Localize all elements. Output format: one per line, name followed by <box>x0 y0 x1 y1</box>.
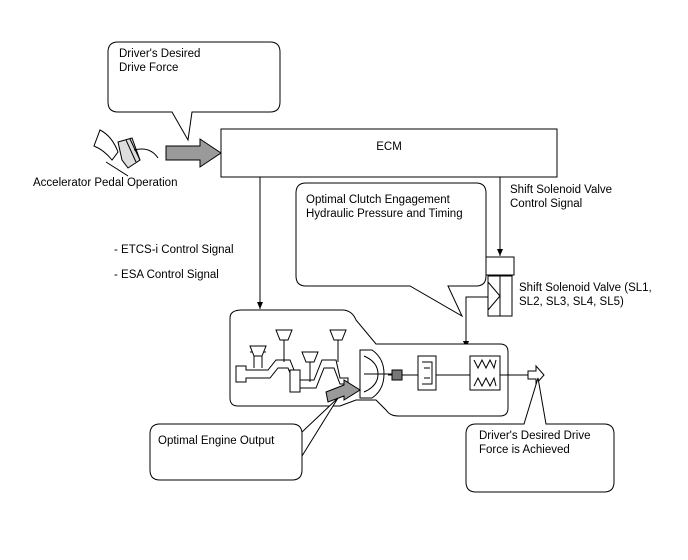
ecm-box <box>220 128 558 178</box>
callout-drive-force-achieved <box>465 377 615 493</box>
engine-output-arrow <box>325 379 361 403</box>
clutch-engagement-callout-text: Optimal Clutch Engagement Hydraulic Pres… <box>306 194 463 220</box>
transmission-gearsets <box>388 355 536 391</box>
solenoid-to-transmission-line <box>463 296 488 348</box>
engine-crank-mechanism <box>235 329 349 393</box>
engine-output-callout-text: Optimal Engine Output <box>158 435 275 447</box>
accelerator-pedal-label: Accelerator Pedal Operation <box>33 177 178 189</box>
ecm-label: ECM <box>376 141 402 153</box>
etcs-control-signal-label: - ETCS-i Control Signal <box>114 244 234 256</box>
accelerator-pedal-icon <box>93 129 159 177</box>
drive-force-callout-text: Driver's Desired Drive Force <box>119 48 201 74</box>
callout-drive-force <box>107 41 281 142</box>
torque-converter <box>359 349 392 399</box>
callout-clutch-engagement <box>295 182 487 318</box>
output-arrow <box>527 364 545 386</box>
pedal-to-ecm-arrow <box>165 138 222 168</box>
drive-force-achieved-callout-text: Driver's Desired Drive Force is Achieved <box>479 430 591 456</box>
solenoid-control-signal-label: Shift Solenoid Valve Control Signal <box>510 184 613 210</box>
callout-engine-output <box>149 397 339 481</box>
shift-solenoid-valve-icon <box>485 256 515 317</box>
shift-solenoid-valve-label: Shift Solenoid Valve (SL1, SL2, SL3, SL4… <box>519 282 652 308</box>
esa-control-signal-label: - ESA Control Signal <box>114 269 219 281</box>
